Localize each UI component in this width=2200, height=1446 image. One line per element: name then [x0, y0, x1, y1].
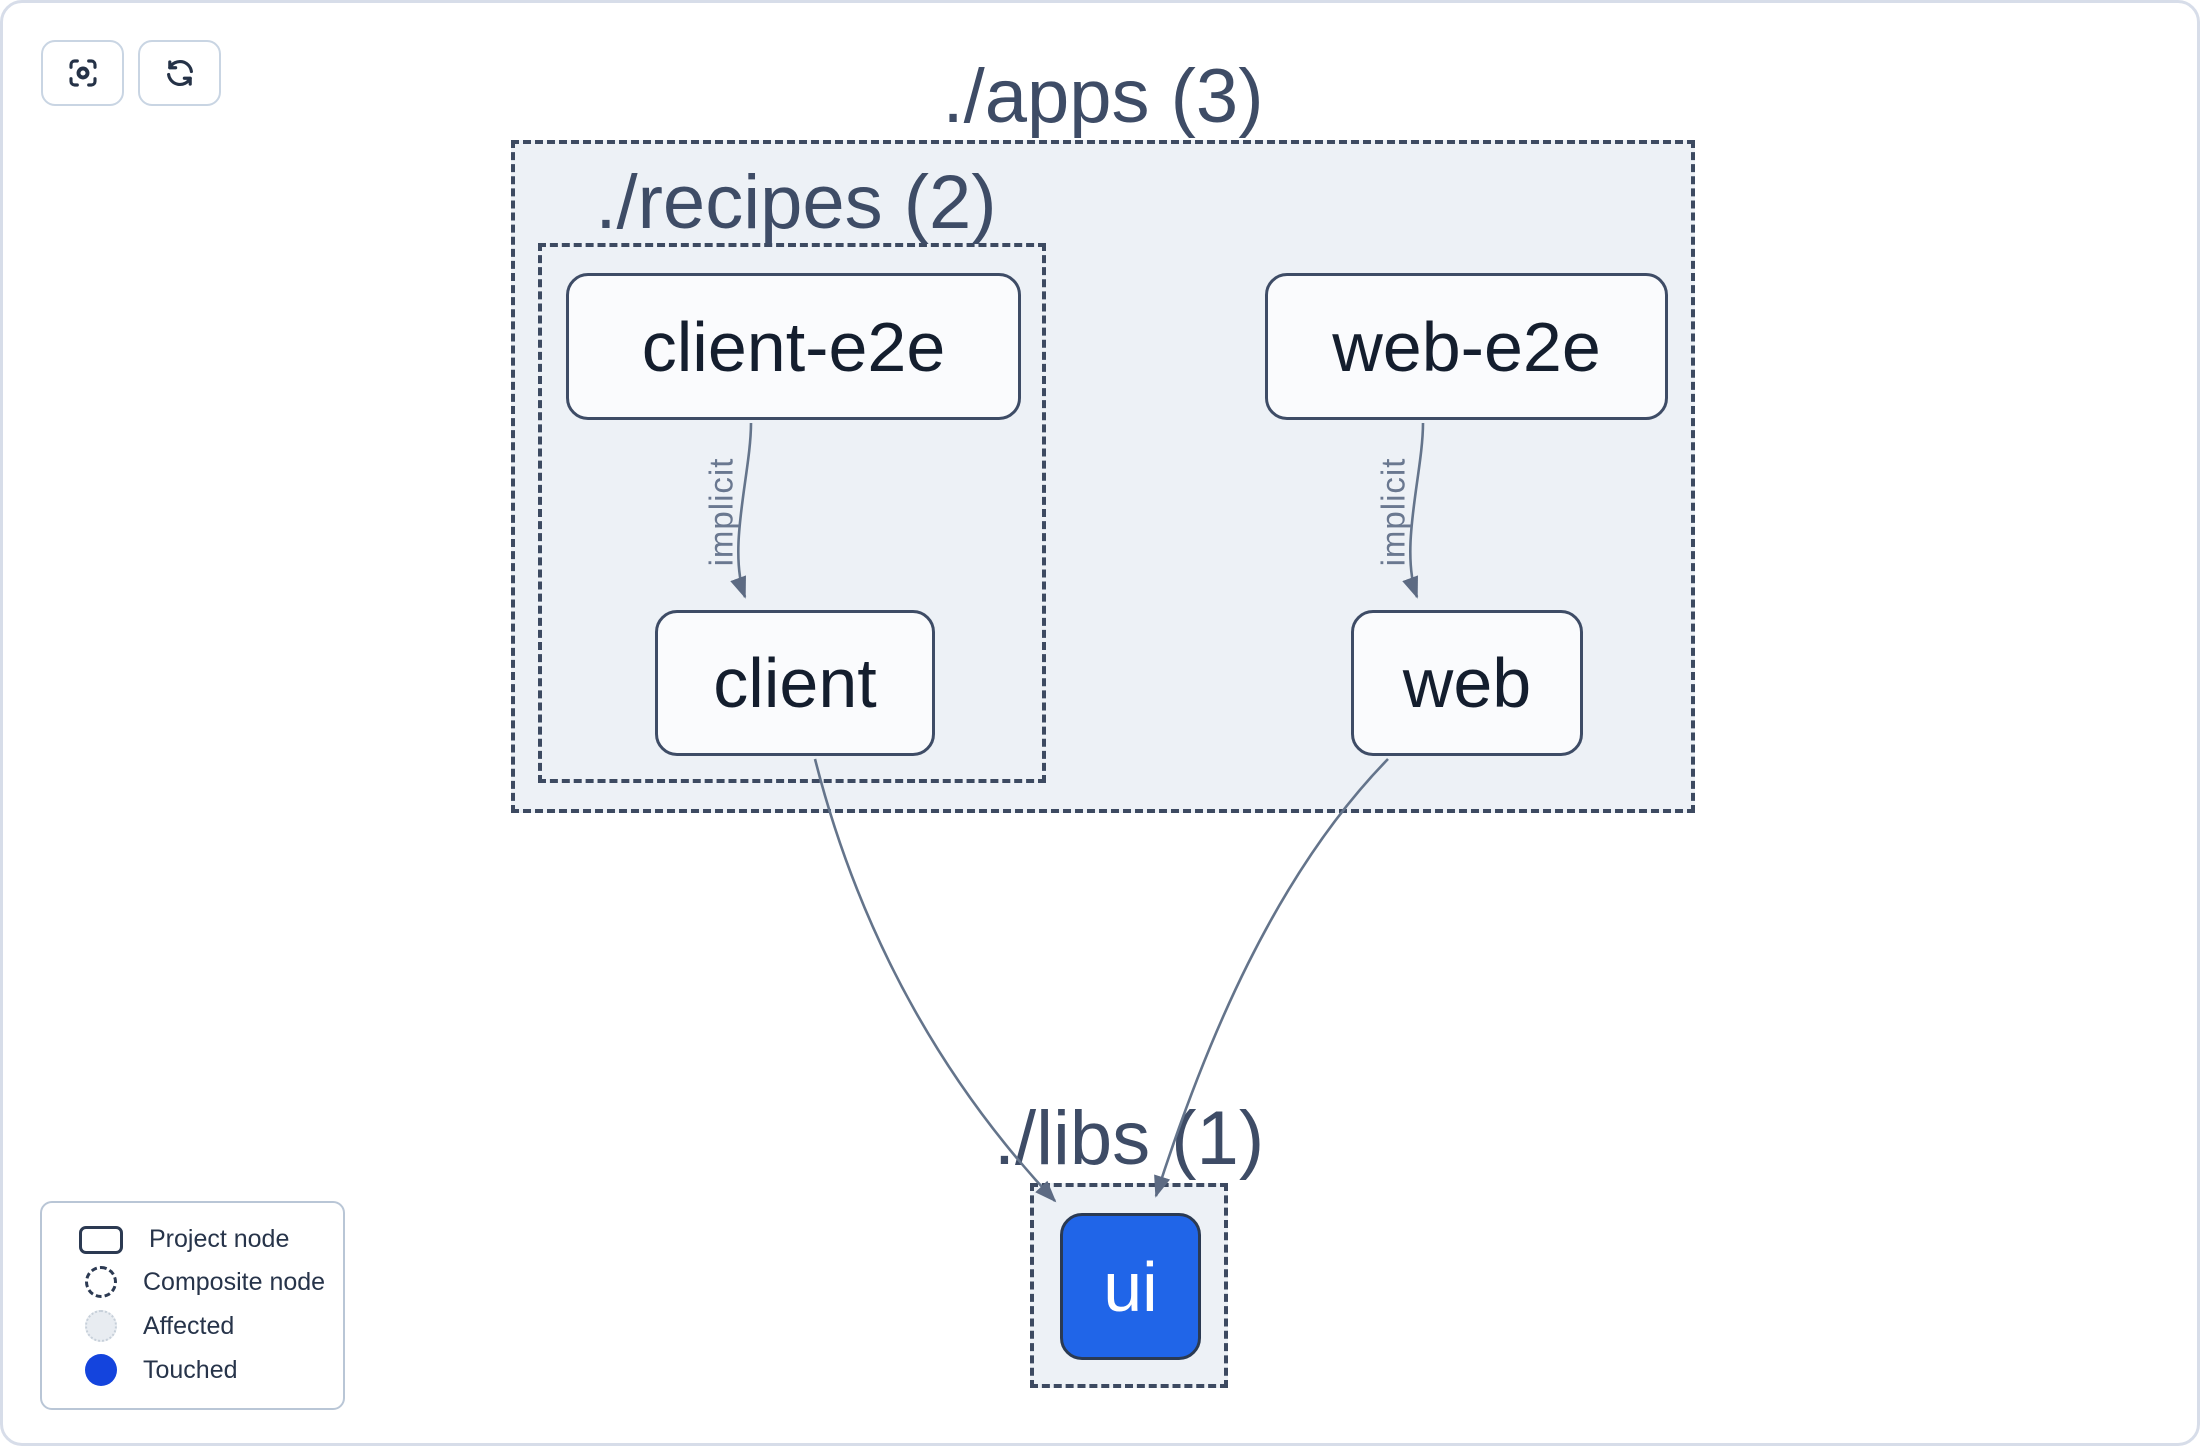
- node-web-label: web: [1402, 644, 1532, 722]
- legend: Project node Composite node Affected Tou…: [40, 1201, 345, 1410]
- refresh-icon: [162, 55, 198, 91]
- group-recipes[interactable]: [538, 243, 1046, 783]
- group-libs-label: ./libs (1): [993, 1096, 1265, 1181]
- focus-button[interactable]: [41, 40, 124, 106]
- node-client-e2e[interactable]: client-e2e: [566, 273, 1021, 420]
- legend-label: Touched: [143, 1355, 238, 1384]
- edge-label-implicit-client: implicit: [702, 457, 740, 567]
- legend-label: Project node: [149, 1225, 290, 1253]
- refresh-button[interactable]: [138, 40, 221, 106]
- node-ui-label: ui: [1103, 1247, 1158, 1326]
- legend-label: Affected: [143, 1311, 235, 1340]
- focus-viewfinder-icon: [65, 55, 101, 91]
- group-apps-label: ./apps (3): [942, 54, 1264, 139]
- touched-swatch-icon: [85, 1354, 117, 1386]
- composite-node-swatch-icon: [85, 1266, 117, 1298]
- legend-item-project-node: Project node: [42, 1225, 343, 1254]
- group-recipes-label: ./recipes (2): [595, 160, 997, 245]
- node-web[interactable]: web: [1351, 610, 1583, 756]
- project-node-swatch-icon: [79, 1225, 123, 1254]
- legend-item-affected: Affected: [42, 1310, 343, 1342]
- node-client-e2e-label: client-e2e: [641, 307, 946, 386]
- node-web-e2e[interactable]: web-e2e: [1265, 273, 1668, 420]
- legend-item-composite-node: Composite node: [42, 1266, 343, 1298]
- affected-swatch-icon: [85, 1310, 117, 1342]
- legend-item-touched: Touched: [42, 1354, 343, 1386]
- node-client[interactable]: client: [655, 610, 935, 756]
- edge-label-implicit-web: implicit: [1374, 457, 1412, 567]
- node-web-e2e-label: web-e2e: [1332, 307, 1601, 386]
- legend-label: Composite node: [143, 1267, 326, 1296]
- node-ui[interactable]: ui: [1060, 1213, 1201, 1360]
- node-client-label: client: [713, 644, 877, 722]
